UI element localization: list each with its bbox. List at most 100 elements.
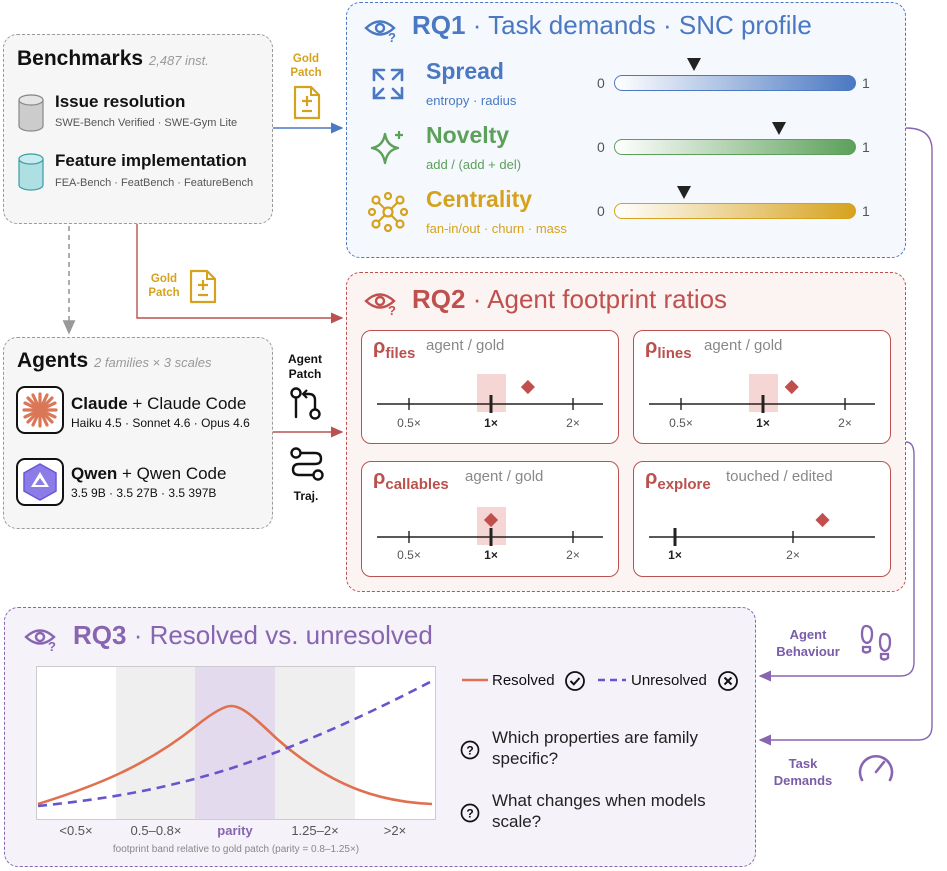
trajectory-route-icon bbox=[290, 447, 324, 481]
question-circle-icon-1: ? bbox=[460, 740, 480, 760]
rho-files-desc: agent / gold bbox=[426, 337, 505, 354]
novelty-label: Novelty bbox=[426, 122, 510, 148]
rho-explore-axis bbox=[649, 512, 875, 546]
svg-text:?: ? bbox=[388, 30, 396, 43]
sparkle-plus-icon bbox=[370, 131, 403, 165]
claude-starburst-icon bbox=[22, 392, 58, 428]
benchmarks-panel bbox=[3, 34, 273, 224]
value-marker bbox=[483, 512, 499, 528]
rho-callables-desc: agent / gold bbox=[465, 468, 544, 485]
legend-resolved-swatch bbox=[462, 678, 488, 682]
novelty-bar bbox=[614, 139, 856, 155]
rho-explore-tick-1: 2× bbox=[786, 548, 800, 562]
novelty-min: 0 bbox=[597, 139, 605, 155]
value-marker bbox=[815, 512, 830, 528]
agents-title: Agents 2 families × 3 scales bbox=[17, 349, 212, 372]
agents-sub: 2 families × 3 scales bbox=[94, 355, 212, 370]
database-teal-icon bbox=[18, 153, 44, 191]
git-pull-request-icon bbox=[290, 387, 321, 420]
centrality-min: 0 bbox=[597, 203, 605, 219]
traj-label: Traj. bbox=[293, 489, 319, 503]
svg-text:?: ? bbox=[388, 303, 396, 316]
rq3-curves bbox=[37, 678, 435, 808]
benchmarks-count: 2,487 inst. bbox=[148, 53, 209, 68]
band-label-1: 0.5–0.8× bbox=[130, 823, 182, 838]
question-circle-icon-2: ? bbox=[460, 803, 480, 823]
novelty-sub: add / (add + del) bbox=[426, 157, 522, 172]
svg-text:?: ? bbox=[48, 639, 56, 652]
resolved-curve bbox=[37, 704, 433, 806]
unresolved-curve bbox=[37, 678, 435, 808]
eye-question-icon-rq1: ? bbox=[364, 20, 396, 43]
svg-text:?: ? bbox=[466, 744, 473, 758]
rq2-to-rq3-arrow bbox=[758, 441, 915, 682]
centrality-bar bbox=[614, 203, 856, 219]
issue-resolution-title: Issue resolution bbox=[55, 92, 186, 111]
rho-files-tick-2: 2× bbox=[566, 416, 580, 430]
rho-lines-label: ρlines bbox=[645, 336, 692, 362]
bench-to-rq2-arrow bbox=[136, 224, 344, 324]
feature-implementation-title: Feature implementation bbox=[55, 151, 247, 170]
rho-files-axis bbox=[377, 374, 603, 413]
rho-callables-tick-2: 2× bbox=[566, 548, 580, 562]
qwen-models: 3.5 9B · 3.5 27B · 3.5 397B bbox=[71, 486, 217, 500]
rho-lines-tick-0: 0.5× bbox=[669, 416, 693, 430]
band-shade-parity bbox=[195, 667, 275, 819]
band-label-3: 1.25–2× bbox=[291, 823, 339, 838]
gauge-icon bbox=[858, 754, 894, 782]
centrality-label: Centrality bbox=[426, 186, 533, 212]
claude-models: Haiku 4.5 · Sonnet 4.6 · Opus 4.6 bbox=[71, 416, 250, 430]
spread-sub: entropy · radius bbox=[426, 93, 517, 108]
spread-min: 0 bbox=[597, 75, 605, 91]
rho-files-label: ρfiles bbox=[373, 336, 416, 362]
spread-bar bbox=[614, 75, 856, 91]
qwen-title: Qwen + Qwen Code bbox=[71, 464, 227, 483]
rq3-caption: footprint band relative to gold patch (p… bbox=[112, 844, 360, 855]
x-circle-icon bbox=[718, 671, 738, 691]
band-shade-1 bbox=[275, 667, 355, 819]
expand-arrows-icon bbox=[372, 68, 404, 100]
band-label-4: >2× bbox=[383, 823, 407, 838]
benchmarks-title: Benchmarks 2,487 inst. bbox=[17, 47, 209, 70]
rho-lines-axis bbox=[649, 374, 875, 413]
centrality-sub: fan-in/out · churn · mass bbox=[426, 221, 567, 236]
check-circle-icon bbox=[565, 671, 585, 691]
spread-label: Spread bbox=[426, 58, 504, 84]
centrality-max: 1 bbox=[862, 203, 870, 219]
legend-resolved-label: Resolved bbox=[492, 672, 555, 689]
rho-callables-tick-1: 1× bbox=[484, 548, 498, 562]
eye-question-icon-rq2: ? bbox=[364, 293, 396, 316]
rho-callables-axis bbox=[377, 507, 603, 546]
claude-logo bbox=[16, 386, 64, 434]
rho-files-tick-0: 0.5× bbox=[397, 416, 421, 430]
rho-callables-label: ρcallables bbox=[373, 467, 449, 493]
rho-explore-tick-0: 1× bbox=[668, 548, 682, 562]
rho-callables-tick-0: 0.5× bbox=[397, 548, 421, 562]
issue-resolution-sub: SWE-Bench Verified · SWE-Gym Lite bbox=[55, 117, 238, 129]
band-label-parity: parity bbox=[217, 823, 253, 838]
legend-unresolved-swatch bbox=[598, 678, 626, 682]
band-label-0: <0.5× bbox=[59, 823, 93, 838]
svg-text:?: ? bbox=[466, 807, 473, 821]
patch-file-icon-bottom bbox=[189, 269, 217, 304]
rho-lines-tick-2: 2× bbox=[838, 416, 852, 430]
legend-unresolved-label: Unresolved bbox=[631, 672, 707, 689]
rq2-title: RQ2 · Agent footprint ratios bbox=[412, 284, 728, 314]
footprints-icon bbox=[860, 624, 892, 661]
database-grey-icon bbox=[18, 94, 44, 132]
rq1-to-rq3-arrow bbox=[758, 127, 933, 746]
claude-title: Claude + Claude Code bbox=[71, 394, 247, 413]
rho-explore-panel bbox=[633, 461, 891, 577]
centrality-marker bbox=[677, 186, 692, 199]
eye-question-icon-rq3: ? bbox=[24, 629, 56, 652]
novelty-marker bbox=[771, 122, 786, 135]
rq1-title: RQ1 · Task demands · SNC profile bbox=[412, 10, 812, 40]
rho-explore-label: ρexplore bbox=[645, 467, 711, 493]
